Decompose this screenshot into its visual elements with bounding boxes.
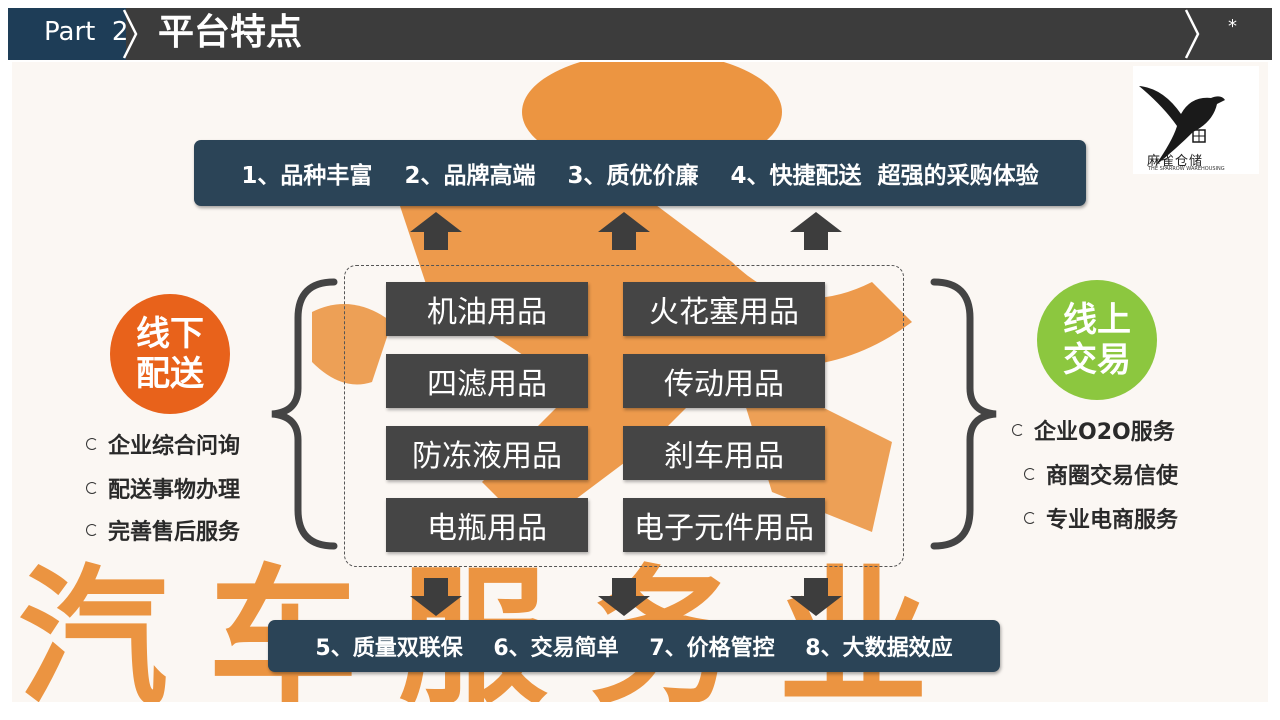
circle-label: 线上 xyxy=(1063,300,1131,340)
online-bullet: 专业电商服务 xyxy=(1024,502,1178,534)
right-brace-icon xyxy=(930,278,997,550)
online-bullet: 商圈交易信使 xyxy=(1024,458,1178,490)
product-box: 电子元件用品 xyxy=(623,498,825,552)
chevron-right-icon xyxy=(122,9,138,59)
bullet-circle-icon xyxy=(86,524,98,536)
online-bullet: 企业O2O服务 xyxy=(1012,414,1175,446)
feature-item: 6、交易简单 xyxy=(493,636,619,661)
part-label: Part 2 xyxy=(44,17,129,47)
bullet-circle-icon xyxy=(86,438,98,450)
offline-bullet: 完善售后服务 xyxy=(86,514,240,546)
logo-name: 麻雀仓储 xyxy=(1147,154,1204,169)
left-brace-icon xyxy=(271,278,338,550)
feature-item: 1、品种丰富 xyxy=(241,163,373,189)
product-box: 火花塞用品 xyxy=(623,282,825,336)
feature-item: 7、价格管控 xyxy=(649,636,775,661)
bottom-features-banner: 5、质量双联保 6、交易简单 7、价格管控 8、大数据效应 xyxy=(268,620,1000,672)
bullet-circle-icon xyxy=(1012,424,1024,436)
feature-item: 5、质量双联保 xyxy=(315,636,463,661)
product-box: 机油用品 xyxy=(386,282,588,336)
product-box: 刹车用品 xyxy=(623,426,825,480)
offline-bullet: 配送事物办理 xyxy=(86,472,240,504)
chevron-right-icon xyxy=(1184,9,1200,59)
arrow-up-icon xyxy=(790,212,842,250)
feature-item: 3、质优价廉 xyxy=(567,163,699,189)
offline-delivery-circle: 线下 配送 xyxy=(110,294,230,414)
product-box: 防冻液用品 xyxy=(386,426,588,480)
feature-item: 2、品牌高端 xyxy=(404,163,536,189)
circle-label: 配送 xyxy=(136,354,204,394)
feature-item: 超强的采购体验 xyxy=(877,163,1039,189)
arrow-up-icon xyxy=(598,212,650,250)
top-features-banner: 1、品种丰富 2、品牌高端 3、质优价廉 4、快捷配送 超强的采购体验 xyxy=(194,140,1086,206)
logo xyxy=(1133,66,1259,174)
page-title: 平台特点 xyxy=(158,12,303,53)
feature-item: 8、大数据效应 xyxy=(805,636,953,661)
arrow-down-icon xyxy=(790,578,842,616)
logo-subtitle: THE SPARROW WAREHOUSING xyxy=(1148,166,1225,172)
product-frame xyxy=(344,265,904,567)
product-box: 电瓶用品 xyxy=(386,498,588,552)
bullet-circle-icon xyxy=(86,482,98,494)
arrow-down-icon xyxy=(598,578,650,616)
header-bar xyxy=(8,8,1272,60)
circle-label: 交易 xyxy=(1063,340,1131,380)
offline-bullet: 企业综合问询 xyxy=(86,428,240,460)
bullet-circle-icon xyxy=(1024,512,1036,524)
arrow-down-icon xyxy=(410,578,462,616)
bullet-circle-icon xyxy=(1024,468,1036,480)
feature-item: 4、快捷配送 xyxy=(730,163,862,189)
circle-label: 线下 xyxy=(136,314,204,354)
online-trade-circle: 线上 交易 xyxy=(1037,280,1157,400)
product-box: 四滤用品 xyxy=(386,354,588,408)
sparrow-logo-icon xyxy=(1139,86,1225,166)
part-block xyxy=(8,8,126,60)
arrow-up-icon xyxy=(410,212,462,250)
product-box: 传动用品 xyxy=(623,354,825,408)
slide-marker: * xyxy=(1228,16,1237,37)
